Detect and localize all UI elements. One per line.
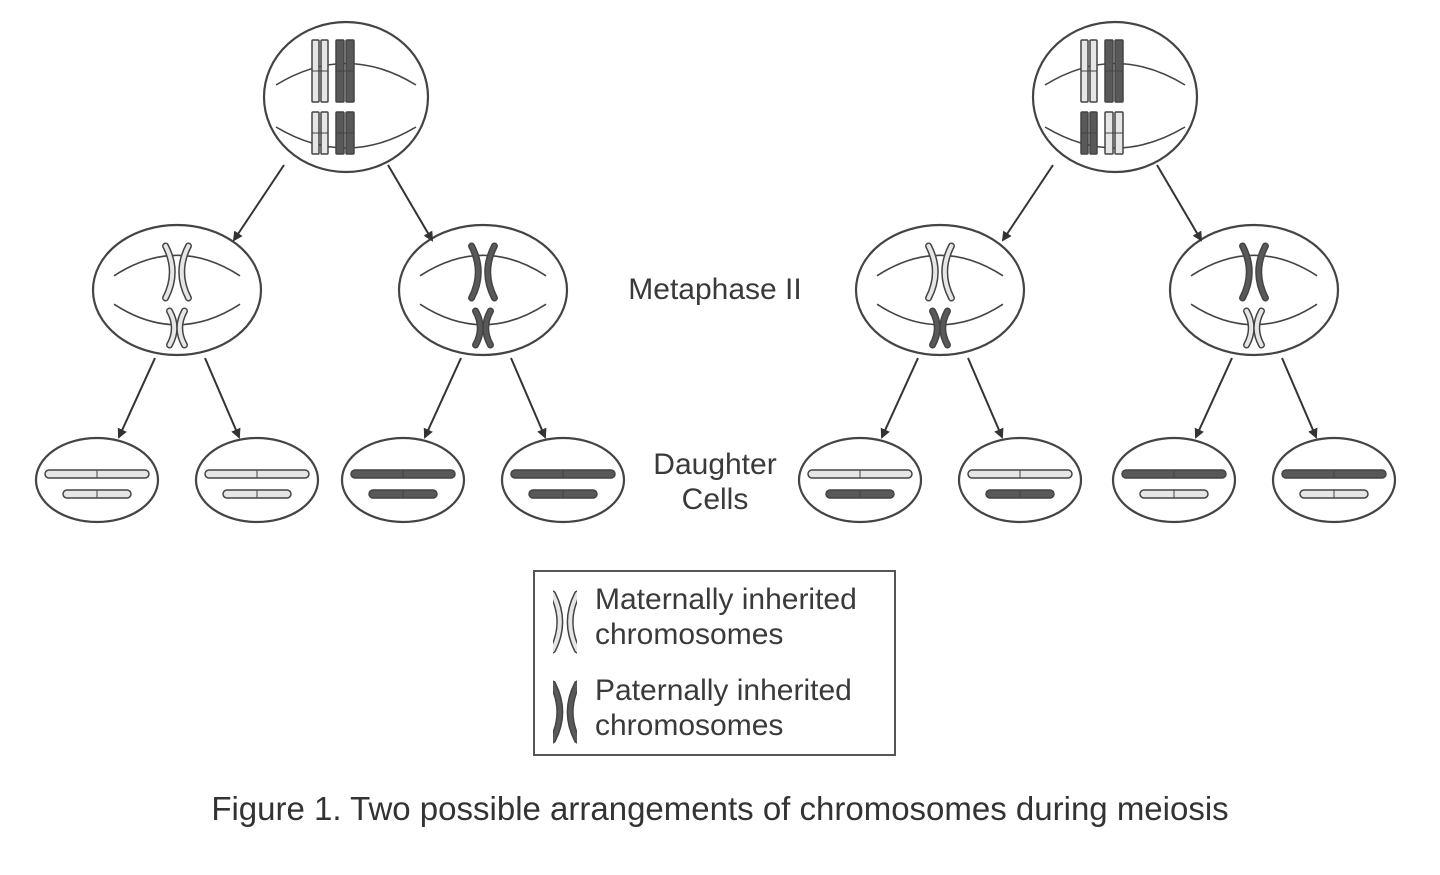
daughter-cells-label: Daughter Cells bbox=[630, 447, 800, 517]
arrow bbox=[117, 357, 156, 439]
daughter-chromosome bbox=[350, 469, 456, 479]
spindle-fiber bbox=[1190, 254, 1318, 277]
daughter-cell bbox=[797, 436, 923, 524]
parent-chromosome bbox=[335, 111, 355, 155]
metaphase-cell bbox=[91, 223, 263, 357]
legend-paternal-label: Paternally inherited chromosomes bbox=[595, 673, 852, 743]
arrow bbox=[967, 357, 1004, 439]
paternal-chromosome-glyph bbox=[553, 680, 577, 744]
legend-maternal-line2: chromosomes bbox=[595, 618, 784, 651]
legend-paternal-line1: Paternally inherited bbox=[595, 674, 852, 707]
parent-chromosome bbox=[1080, 111, 1098, 155]
metaphase-chromosome bbox=[468, 242, 498, 302]
arrow bbox=[880, 357, 919, 439]
daughter-chromosome bbox=[510, 469, 616, 479]
paternal-chromosome-icon bbox=[553, 680, 577, 744]
metaphase-cell-membrane bbox=[91, 223, 263, 357]
daughter-cell bbox=[1111, 436, 1237, 524]
parent-chromosome bbox=[311, 111, 329, 155]
metaphase-chromosome bbox=[166, 307, 188, 349]
daughter-label-line2: Cells bbox=[681, 483, 749, 516]
daughter-chromosome bbox=[62, 489, 132, 499]
legend-box: Maternally inherited chromosomes Paterna… bbox=[533, 570, 896, 756]
spindle-fiber bbox=[113, 254, 241, 277]
metaphase-cell-membrane bbox=[854, 223, 1026, 357]
daughter-cell bbox=[340, 436, 466, 524]
arrow bbox=[1001, 164, 1054, 242]
metaphase-cell bbox=[854, 223, 1026, 357]
daughter-chromosome bbox=[44, 469, 150, 479]
arrangement-2 bbox=[797, 20, 1397, 524]
arrow bbox=[1194, 357, 1233, 439]
daughter-chromosome bbox=[1139, 489, 1209, 499]
daughter-chromosome bbox=[1281, 469, 1387, 479]
daughter-cell bbox=[1271, 436, 1397, 524]
daughter-cell bbox=[34, 436, 160, 524]
daughter-cell-membrane bbox=[957, 436, 1083, 524]
daughter-chromosome bbox=[204, 469, 310, 479]
figure-caption: Figure 1. Two possible arrangements of c… bbox=[211, 790, 1229, 827]
parent-chromosome bbox=[1080, 39, 1098, 103]
daughter-chromosome bbox=[528, 489, 598, 499]
legend-paternal-line2: chromosomes bbox=[595, 709, 784, 742]
arrow bbox=[510, 357, 547, 439]
daughter-chromosome bbox=[222, 489, 292, 499]
daughter-chromosome bbox=[368, 489, 438, 499]
daughter-chromosome bbox=[985, 489, 1055, 499]
arrow bbox=[204, 357, 241, 439]
daughter-cell bbox=[957, 436, 1083, 524]
metaphase-cell bbox=[397, 223, 569, 357]
maternal-chromosome-glyph bbox=[553, 590, 577, 654]
daughter-chromosome bbox=[807, 469, 913, 479]
metaphase-cell bbox=[1168, 223, 1340, 357]
arrow bbox=[232, 164, 285, 242]
parent-chromosome bbox=[335, 39, 355, 103]
spindle-fiber bbox=[419, 254, 547, 277]
arrow bbox=[1281, 357, 1318, 439]
metaphase-chromosome bbox=[472, 307, 494, 349]
daughter-cell-membrane bbox=[340, 436, 466, 524]
spindle-fiber bbox=[876, 254, 1004, 277]
metaphase-chromosome bbox=[925, 242, 955, 302]
parent-chromosome bbox=[311, 39, 329, 103]
legend-maternal-label: Maternally inherited chromosomes bbox=[595, 582, 857, 652]
parent-chromosome bbox=[1104, 39, 1124, 103]
daughter-cell-membrane bbox=[1271, 436, 1397, 524]
daughter-cell-membrane bbox=[1111, 436, 1237, 524]
daughter-chromosome bbox=[1299, 489, 1369, 499]
daughter-chromosome bbox=[967, 469, 1073, 479]
metaphase-ii-label: Metaphase II bbox=[628, 273, 802, 306]
metaphase-chromosome bbox=[929, 307, 951, 349]
metaphase-chromosome bbox=[1243, 307, 1265, 349]
daughter-cell bbox=[500, 436, 626, 524]
daughter-cell bbox=[194, 436, 320, 524]
daughter-cell-membrane bbox=[34, 436, 160, 524]
daughter-cell-membrane bbox=[194, 436, 320, 524]
maternal-chromosome-icon bbox=[553, 590, 577, 654]
metaphase-chromosome bbox=[162, 242, 192, 302]
daughter-chromosome bbox=[825, 489, 895, 499]
arrow bbox=[423, 357, 462, 439]
daughter-label-line1: Daughter bbox=[653, 448, 777, 481]
daughter-chromosome bbox=[1121, 469, 1227, 479]
metaphase-cell-membrane bbox=[1168, 223, 1340, 357]
daughter-cell-membrane bbox=[797, 436, 923, 524]
arrow bbox=[1156, 164, 1203, 242]
metaphase-cell-membrane bbox=[397, 223, 569, 357]
parent-chromosome bbox=[1104, 111, 1124, 155]
arrow bbox=[387, 164, 434, 242]
metaphase-chromosome bbox=[1239, 242, 1269, 302]
legend-maternal-line1: Maternally inherited bbox=[595, 583, 857, 616]
arrangement-1 bbox=[34, 20, 626, 524]
daughter-cell-membrane bbox=[500, 436, 626, 524]
